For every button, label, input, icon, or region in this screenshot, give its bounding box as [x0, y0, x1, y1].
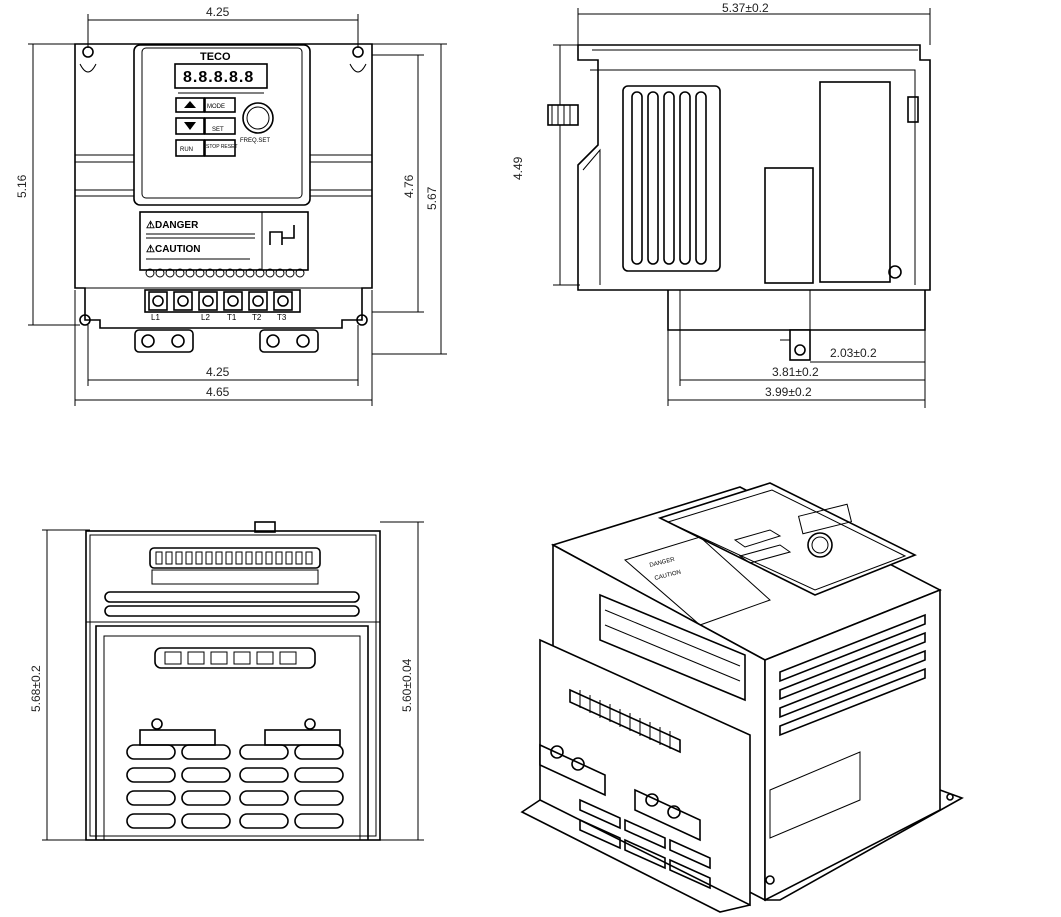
mode-button[interactable] [204, 97, 236, 113]
dim-side-top: 5.37±0.2 [722, 1, 769, 15]
connector-pins [155, 551, 313, 565]
brand-logo: TECO [200, 51, 231, 63]
terminal-l1: L1 [151, 313, 160, 322]
dim-front-right-inner: 4.76 [402, 174, 416, 198]
run-button[interactable] [175, 139, 205, 157]
terminal-l2: L2 [201, 313, 210, 322]
terminal-t3: T3 [277, 313, 287, 322]
side-vent-slots [631, 91, 707, 265]
dim-side-height: 4.49 [511, 156, 525, 180]
signal-terminal-row [145, 268, 305, 278]
caution-label: ⚠CAUTION [146, 244, 201, 255]
iso-front-slots [579, 690, 671, 749]
mode-label: MODE [207, 104, 225, 110]
isometric-view: DANGER CAUTION [520, 482, 964, 913]
stop-reset-button[interactable] [204, 139, 236, 157]
dim-side-b: 3.81±0.2 [772, 365, 819, 379]
bottom-view: 5.68±0.2 5.60±0.04 [29, 521, 424, 841]
dim-side-a: 2.03±0.2 [830, 346, 877, 360]
down-arrow-icon [184, 122, 196, 130]
danger-label: ⚠DANGER [146, 220, 199, 231]
set-label: SET [212, 127, 224, 133]
led-display: 8.8.8.8.8 [183, 69, 254, 86]
terminal-t2: T2 [252, 313, 262, 322]
dim-front-bottom-outer: 4.65 [206, 385, 230, 399]
set-button[interactable] [204, 117, 236, 135]
dim-front-right-outer: 5.67 [425, 186, 439, 210]
iso-bottom-vents [579, 798, 711, 890]
dim-bottom-left: 5.68±0.2 [29, 665, 43, 712]
dim-bottom-right: 5.60±0.04 [400, 658, 414, 712]
dim-side-c: 3.99±0.2 [765, 385, 812, 399]
terminal-strip-slots [164, 651, 297, 665]
bottom-vent-grid [126, 744, 344, 829]
dim-front-left: 5.16 [15, 174, 29, 198]
knob-label: FREQ.SET [240, 138, 270, 144]
stop-reset-label: STOP RESET [206, 144, 238, 150]
run-label: RUN [180, 147, 193, 153]
dim-front-top: 4.25 [206, 5, 230, 19]
power-terminal-screws [148, 291, 293, 311]
terminal-t1: T1 [227, 313, 237, 322]
logo-mark-icon [269, 225, 295, 245]
side-view: 5.37±0.2 4.49 [511, 1, 931, 408]
iso-right-vents [779, 613, 926, 737]
up-arrow-icon [184, 101, 196, 108]
front-view: 4.25 5.16 4.76 5.67 TECO [15, 5, 447, 406]
dim-front-bottom-inner: 4.25 [206, 365, 230, 379]
